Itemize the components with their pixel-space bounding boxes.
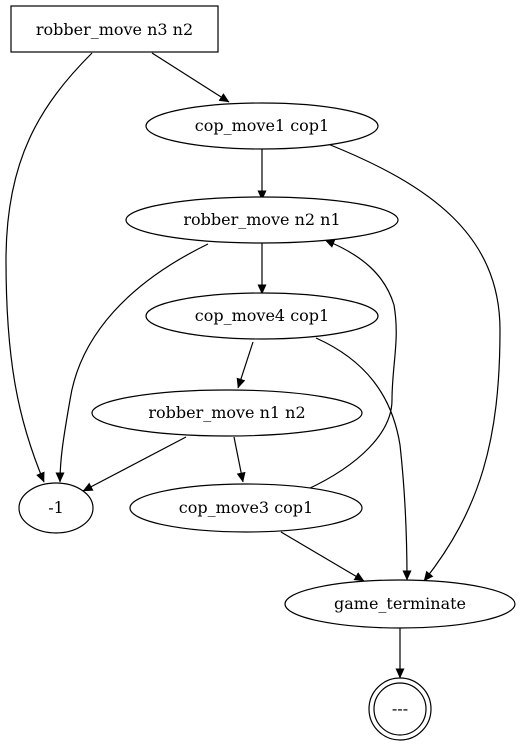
node-label: game_terminate [334, 594, 466, 613]
node-label: robber_move n3 n2 [36, 20, 193, 39]
node-label: --- [392, 699, 408, 718]
edge-n1-n7 [327, 143, 501, 582]
edge-n6-n7 [280, 531, 365, 582]
node-terminal-double-circle[interactable]: --- [368, 677, 432, 741]
node-game-terminate[interactable]: game_terminate [284, 579, 516, 629]
node-robber-move-n3-n2[interactable]: robber_move n3 n2 [10, 5, 219, 53]
node-cop-move4-cop1[interactable]: cop_move4 cop1 [145, 292, 379, 340]
node-label: cop_move4 cop1 [195, 306, 329, 325]
edge-n6-n2 [305, 239, 397, 491]
edge-n0-n1 [151, 52, 230, 103]
node-robber-move-n2-n1[interactable]: robber_move n2 n1 [125, 196, 399, 244]
node-label: cop_move1 cop1 [195, 116, 329, 135]
edge-n0-n5 [5, 52, 93, 483]
edge-n3-n7 [315, 337, 412, 581]
node-robber-move-n1-n2[interactable]: robber_move n1 n2 [91, 389, 363, 437]
node-cop-move3-cop1[interactable]: cop_move3 cop1 [129, 483, 363, 533]
nodes: robber_move n3 n2 cop_move1 cop1 robber_… [10, 5, 516, 741]
edge-n3-n4 [236, 341, 254, 389]
edge-n4-n5 [82, 436, 187, 492]
node-label: -1 [48, 498, 64, 517]
edge-n2-n5 [55, 243, 209, 483]
node-minus-one[interactable]: -1 [18, 482, 94, 534]
node-label: robber_move n2 n1 [183, 210, 340, 229]
edge-n4-n6 [233, 436, 246, 483]
node-label: robber_move n1 n2 [148, 403, 305, 422]
edges [5, 52, 501, 679]
node-cop-move1-cop1[interactable]: cop_move1 cop1 [145, 102, 379, 150]
node-label: cop_move3 cop1 [179, 498, 313, 517]
